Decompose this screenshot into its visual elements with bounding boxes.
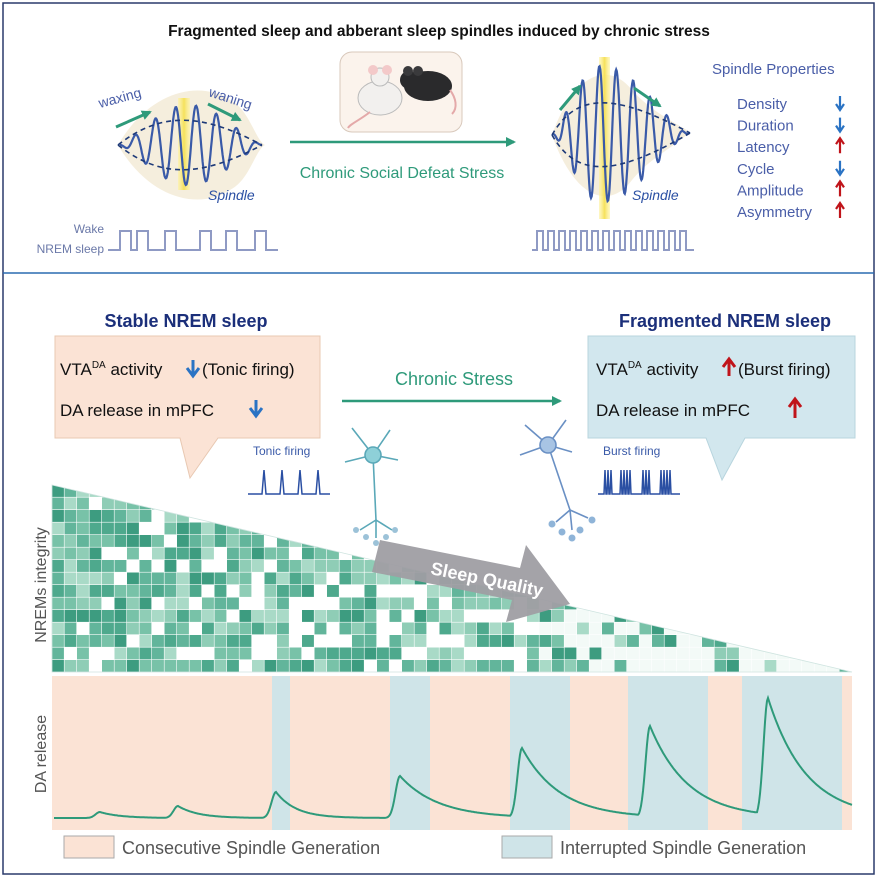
property-amplitude: Amplitude: [737, 182, 804, 199]
band-consecutive: [708, 676, 742, 830]
down-arrow-icon: [835, 117, 845, 134]
up-arrow-icon: [835, 201, 845, 218]
mice-illustration: [339, 51, 463, 133]
band-interrupted: [510, 676, 570, 830]
band-consecutive: [842, 676, 852, 830]
stable-line1-tail: (Tonic firing): [202, 360, 295, 379]
tonic-firing-label: Tonic firing: [253, 444, 310, 458]
spindle-label-left: Spindle: [208, 187, 255, 203]
spindle-properties-title: Spindle Properties: [712, 61, 835, 78]
down-arrow-icon: [835, 160, 845, 177]
y-label-da-release: DA release: [33, 715, 50, 793]
tonic-firing-trace: [248, 469, 330, 495]
spindle-stressed: [551, 57, 691, 219]
band-consecutive: [430, 676, 510, 830]
up-arrow-icon: [787, 396, 803, 418]
csds-label: Chronic Social Defeat Stress: [300, 165, 505, 182]
fragmented-callout: [587, 335, 856, 482]
down-arrow-icon: [248, 400, 264, 419]
property-asymmetry: Asymmetry: [737, 204, 813, 221]
spindle-normal: [115, 90, 265, 200]
down-arrow-icon: [835, 96, 845, 112]
property-density: Density: [737, 96, 788, 113]
legend-consecutive: Consecutive Spindle Generation: [122, 838, 380, 858]
property-latency: Latency: [737, 139, 790, 156]
frag-line2: DA release in mPFC: [596, 401, 750, 420]
frag-line1: VTADA activity: [596, 360, 699, 379]
neuron-left: [344, 427, 399, 546]
property-cycle: Cycle: [737, 161, 775, 178]
da-release-bands: [52, 676, 852, 830]
neuron-right: [519, 419, 596, 542]
main-title: Fragmented sleep and abberant sleep spin…: [168, 23, 710, 40]
da-release-trace: [54, 694, 853, 819]
chronic-stress-label: Chronic Stress: [395, 369, 513, 389]
up-arrow-icon: [835, 136, 845, 154]
hypnogram-normal: [108, 230, 278, 251]
nrem-sleep-label: NREM sleep: [37, 242, 105, 256]
y-label-nrems-integrity: NREMs integrity: [33, 527, 50, 643]
stable-line1: VTADA activity: [60, 360, 163, 379]
legend-interrupted: Interrupted Spindle Generation: [560, 838, 806, 858]
burst-firing-trace: [598, 469, 680, 495]
fragmented-title: Fragmented NREM sleep: [619, 311, 831, 331]
hypnogram-fragmented: [532, 230, 694, 251]
frag-line1-tail: (Burst firing): [738, 360, 831, 379]
band-interrupted: [390, 676, 430, 830]
stable-title: Stable NREM sleep: [104, 311, 267, 331]
waxing-label: waxing: [96, 84, 143, 111]
wake-label: Wake: [74, 222, 105, 236]
band-consecutive: [570, 676, 628, 830]
burst-firing-label: Burst firing: [603, 444, 660, 458]
spindle-label-right: Spindle: [632, 187, 679, 203]
spindle-properties-list: DensityDurationLatencyCycleAmplitudeAsym…: [737, 96, 845, 221]
band-consecutive: [290, 676, 390, 830]
down-arrow-icon: [185, 360, 201, 379]
legend-swatch-interrupted: [501, 835, 553, 859]
legend-swatch-consecutive: [63, 835, 115, 859]
band-consecutive: [52, 676, 272, 830]
property-duration: Duration: [737, 118, 794, 135]
band-interrupted: [272, 676, 290, 830]
stable-callout: [54, 335, 321, 480]
stable-line2: DA release in mPFC: [60, 401, 214, 420]
up-arrow-icon: [835, 179, 845, 197]
sleep-quality-arrow: [372, 540, 570, 622]
up-arrow-icon: [721, 356, 737, 376]
